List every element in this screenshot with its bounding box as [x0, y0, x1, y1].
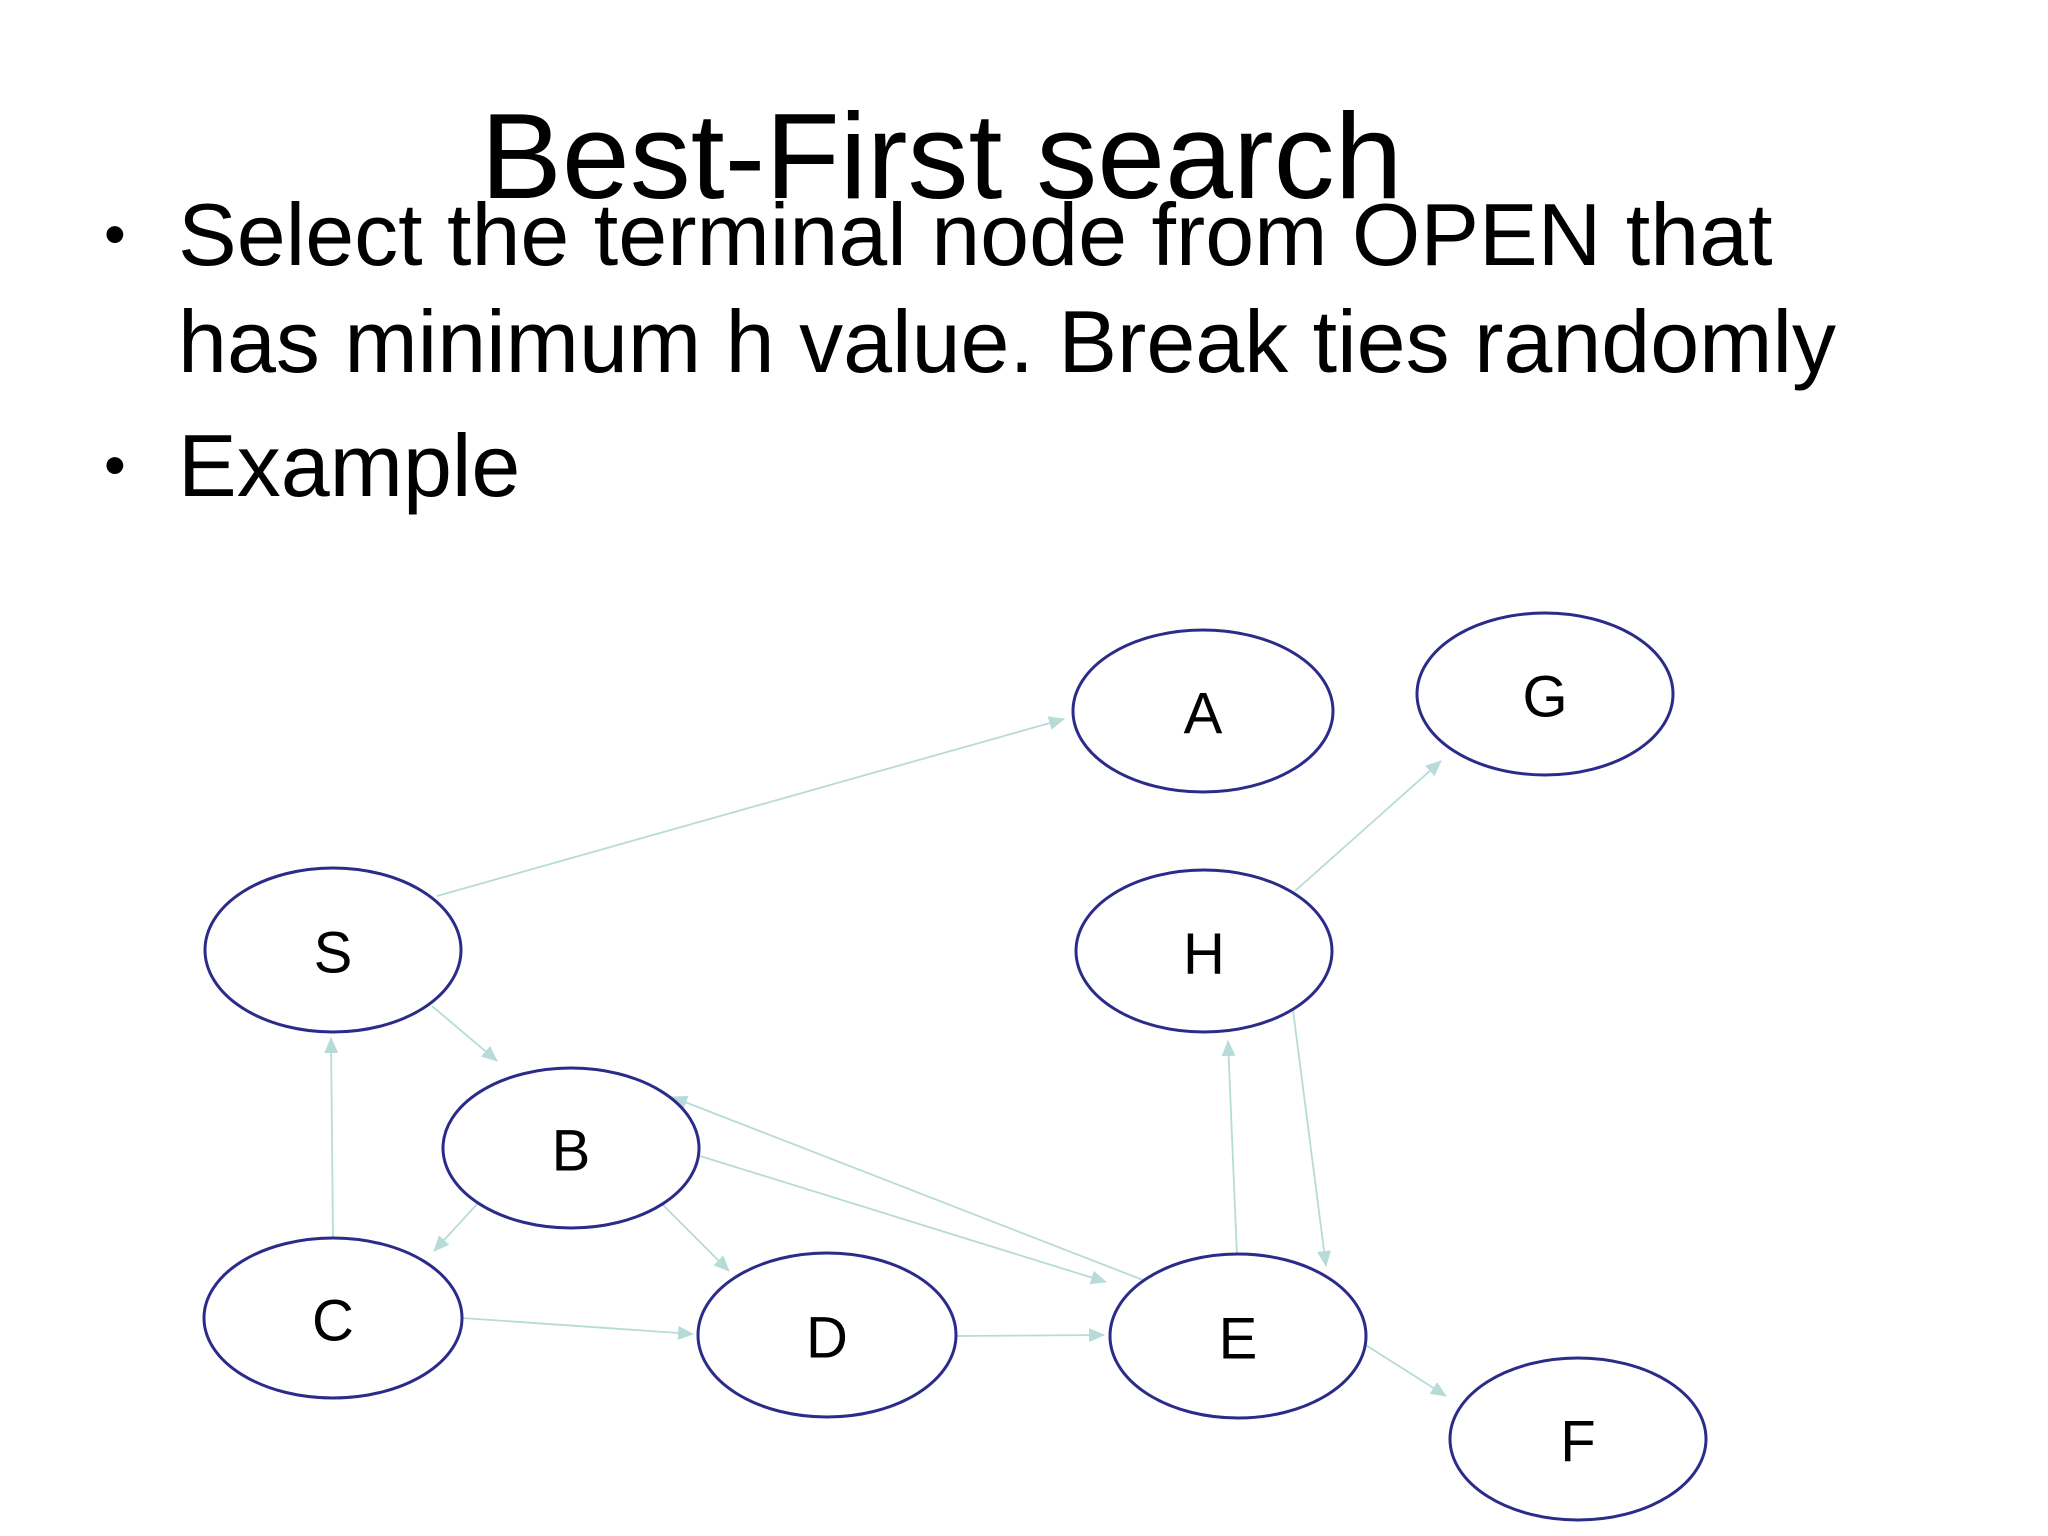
edge-b-d: [661, 1203, 730, 1272]
node-a: [1071, 628, 1335, 794]
node-h: [1074, 868, 1334, 1034]
edge-h-e: [1292, 1009, 1332, 1267]
edge-e-h: [1221, 1040, 1238, 1257]
node-f: [1448, 1356, 1708, 1522]
bullet-marker: •: [104, 200, 126, 269]
node-b: [441, 1066, 701, 1230]
edge-s-b: [431, 1005, 498, 1062]
bullet-text: Select the terminal node from OPEN that …: [178, 181, 1836, 395]
node-e: [1108, 1252, 1368, 1420]
bullet-item: • Select the terminal node from OPEN tha…: [0, 181, 1836, 395]
edge-e-b: [671, 1095, 1144, 1281]
edge-e-f: [1360, 1341, 1447, 1397]
edge-c-s: [324, 1037, 339, 1239]
node-f-label: F: [1560, 1410, 1595, 1475]
bullet-line: has minimum h value. Break ties randomly: [178, 292, 1836, 391]
edge-s-a: [436, 716, 1065, 897]
node-s: [203, 866, 463, 1034]
node-a-label: A: [1184, 682, 1223, 747]
node-c-label: C: [312, 1289, 354, 1354]
node-c: [202, 1236, 464, 1400]
node-d-label: D: [806, 1306, 848, 1371]
node-b-label: B: [552, 1119, 591, 1184]
bullet-item: • Example: [0, 412, 520, 519]
edge-h-g: [1294, 760, 1442, 892]
node-d: [696, 1251, 958, 1419]
edge-c-d: [461, 1317, 694, 1340]
bullet-marker: •: [104, 431, 126, 500]
slide-title: Best-First search: [480, 87, 1403, 224]
bullet-line: Select the terminal node from OPEN that: [178, 185, 1773, 284]
bullet-line: Example: [178, 416, 521, 515]
node-h-label: H: [1183, 922, 1225, 987]
edge-b-c: [433, 1201, 480, 1252]
edge-b-e: [699, 1155, 1107, 1285]
node-g: [1415, 611, 1675, 777]
bullet-text: Example: [178, 412, 520, 519]
node-g-label: G: [1522, 665, 1567, 730]
edge-d-e: [955, 1328, 1105, 1343]
node-e-label: E: [1219, 1307, 1258, 1372]
node-s-label: S: [314, 921, 353, 986]
